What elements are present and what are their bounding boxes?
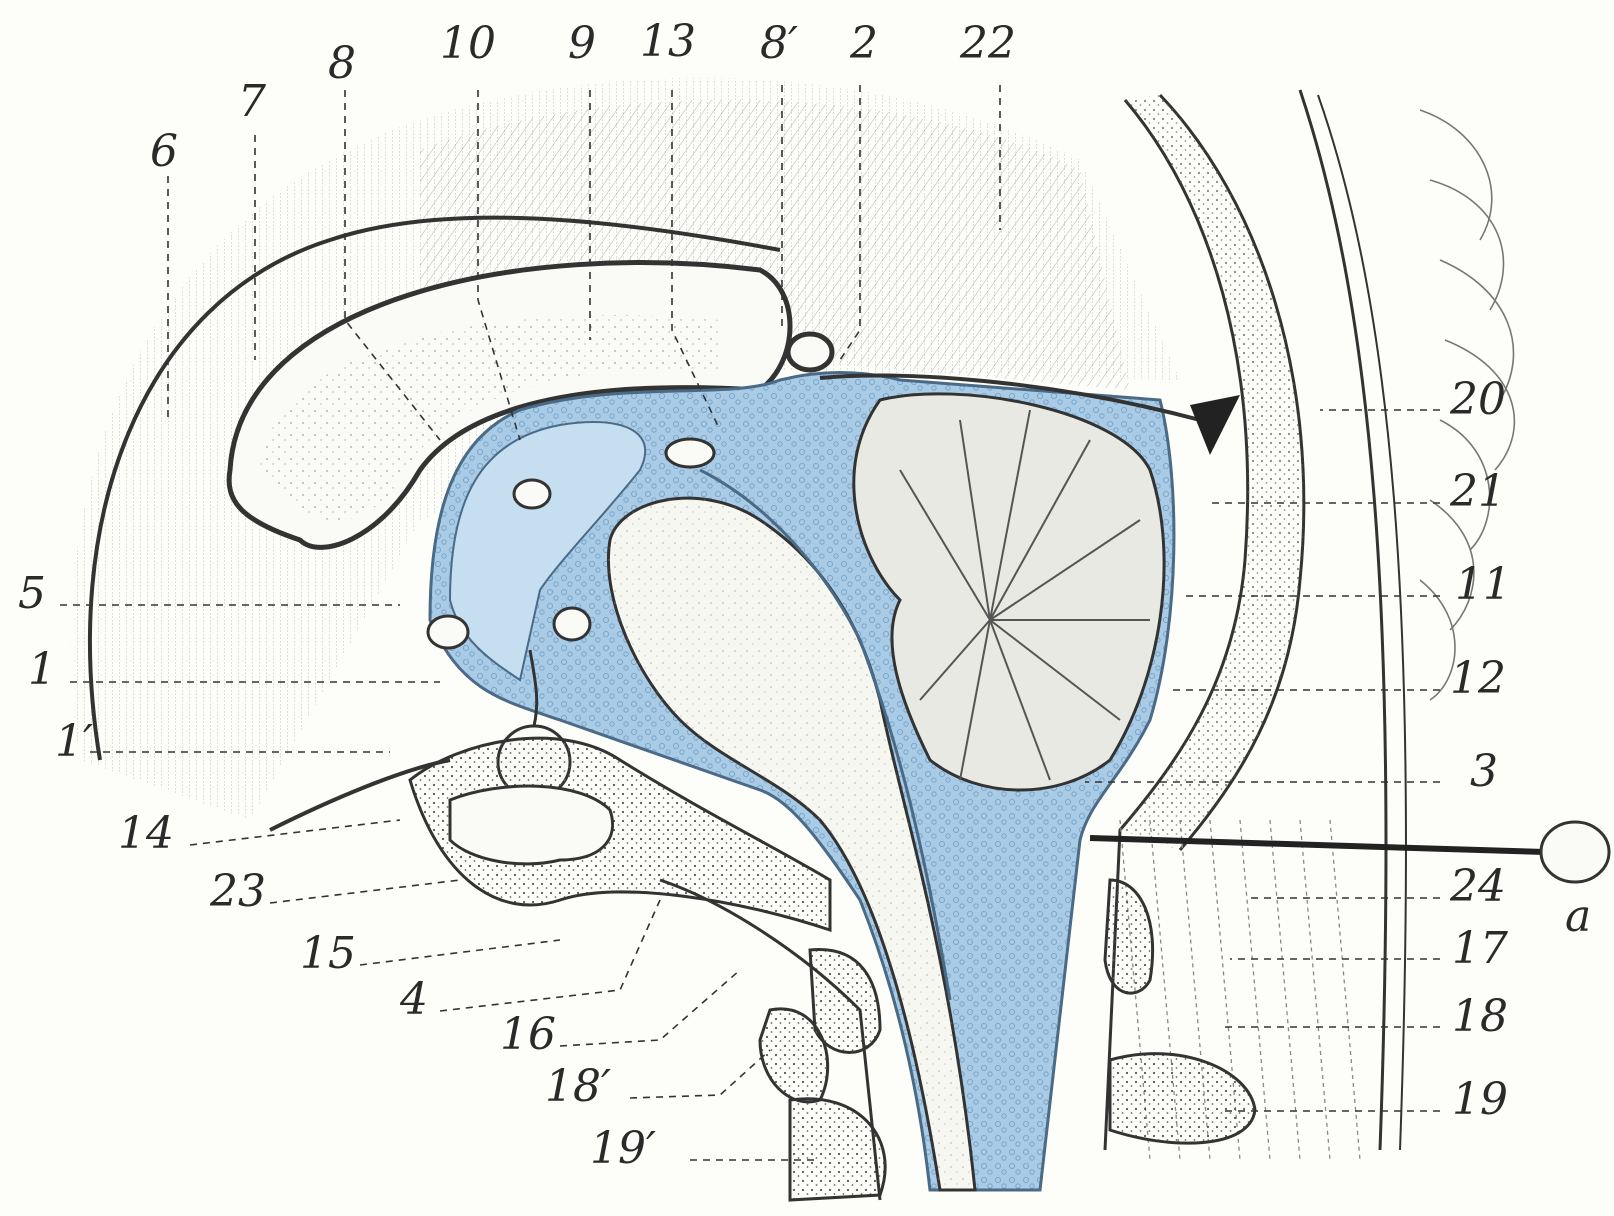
label-1: 1	[28, 648, 56, 692]
label-24: 24	[1450, 865, 1506, 909]
label-21: 21	[1450, 470, 1506, 514]
label-6: 6	[150, 130, 178, 174]
label-17: 17	[1452, 927, 1508, 971]
label-3: 3	[1470, 750, 1498, 794]
label-14: 14	[118, 812, 174, 856]
label-a: a	[1565, 895, 1591, 939]
label-8-prime: 8′	[760, 22, 798, 66]
label-10: 10	[440, 22, 496, 66]
label-16: 16	[500, 1013, 556, 1057]
label-23: 23	[210, 870, 266, 914]
mammillary-body	[554, 608, 590, 640]
label-9: 9	[568, 22, 596, 66]
label-15: 15	[300, 932, 356, 976]
label-4: 4	[400, 978, 428, 1022]
sinus-triangle	[1190, 395, 1240, 455]
label-1-prime: 1′	[55, 720, 93, 764]
axis-spinous-process	[1110, 1054, 1255, 1144]
label-11: 11	[1455, 563, 1511, 607]
label-22: 22	[960, 22, 1016, 66]
label-19: 19	[1452, 1078, 1508, 1122]
label-18-prime: 18′	[545, 1065, 611, 1109]
label-2: 2	[850, 22, 878, 66]
label-7: 7	[238, 80, 266, 124]
great-cerebral-vein	[788, 334, 832, 370]
label-5: 5	[18, 572, 46, 616]
sphenoid-sinus	[450, 786, 613, 864]
label-8: 8	[328, 42, 356, 86]
pineal-region	[666, 439, 714, 467]
label-13: 13	[640, 20, 696, 64]
interthalamic-adhesion	[514, 480, 550, 508]
label-19-prime: 19′	[590, 1127, 656, 1171]
atlas-posterior-arch	[1105, 880, 1153, 993]
scalp-line	[1300, 90, 1386, 1150]
label-18: 18	[1452, 995, 1508, 1039]
optic-chiasm	[428, 616, 468, 648]
label-12: 12	[1450, 657, 1506, 701]
label-20: 20	[1450, 378, 1506, 422]
